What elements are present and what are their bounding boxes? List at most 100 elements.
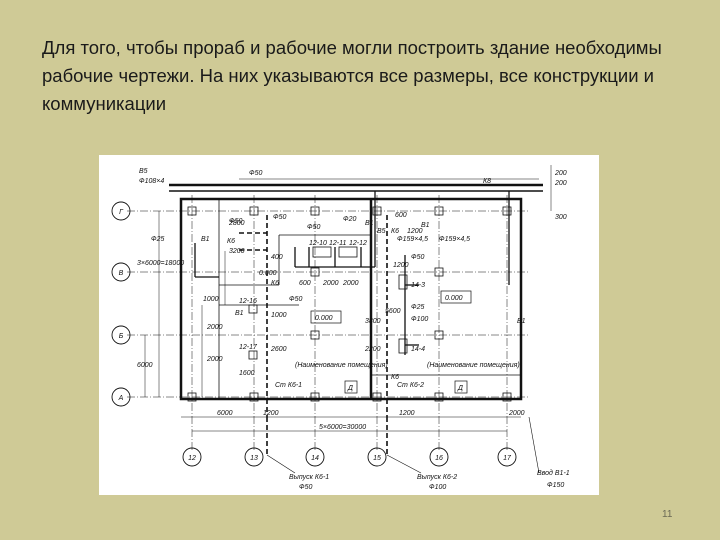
dim-label: 2000: [508, 410, 525, 417]
dim-label: 2000: [206, 324, 223, 331]
room-mark-box: [440, 290, 472, 304]
fixture-14-3: [398, 274, 408, 290]
pipe-size-label: Ф108×4: [139, 178, 164, 185]
outlet-label: Ввод В1-1: [537, 469, 570, 477]
floor-plan-drawing: Г В Б А 12 13 14 15 16 17 В5 Ф108×4 К8 Ф…: [99, 155, 599, 495]
room-mark: 0.000: [259, 270, 277, 277]
axis-markers: [111, 201, 517, 467]
pipe-size-label: Ф25: [411, 304, 424, 311]
dim-label: 1600: [239, 370, 255, 377]
water-supply-lines: [194, 191, 510, 355]
pipe-size-label: Ф50: [289, 296, 302, 303]
stack-label: Ст К6-1: [275, 382, 302, 389]
dim-label: 5600: [385, 308, 401, 315]
fixture-12-11: [312, 246, 332, 258]
dimension-lines: [144, 165, 552, 432]
outlet-size: Ф50: [299, 484, 312, 491]
plumbing-plan-svg: Г В Б А 12 13 14 15 16 17 В5 Ф108×4 К8 Ф…: [111, 165, 570, 491]
dim-label: 200: [554, 170, 567, 177]
dim-label: 1000: [203, 296, 219, 303]
fixture-14-4: [398, 338, 408, 354]
pipe-size-label: Ф50: [249, 170, 262, 177]
dim-label: 600: [395, 212, 407, 219]
pipe-size-label: Ф50: [307, 224, 320, 231]
room-mark-box: [310, 310, 342, 324]
riser-label: В1: [365, 220, 374, 227]
room-mark: 0.000: [315, 315, 333, 322]
sewage-lines: [239, 215, 388, 455]
pipe-size-label: Ф50: [273, 214, 286, 221]
fixture-label: 12-11: [329, 240, 346, 247]
dim-label: 3×6000=18000: [137, 260, 184, 267]
riser-label: К6: [227, 238, 235, 245]
pipe-size-label: Ф159×4,5: [397, 236, 428, 243]
axis-label-col: 17: [503, 455, 512, 462]
outlet-leader: [266, 454, 296, 474]
room-name: (Наименование помещения): [427, 362, 520, 369]
dim-label: 5×6000=30000: [319, 424, 366, 431]
outlet-size: Ф100: [429, 484, 446, 491]
axis-label-col: 15: [373, 455, 381, 462]
axis-label-row: Б: [119, 333, 124, 340]
dim-label: 1200: [393, 262, 409, 269]
dim-label: 2800: [228, 220, 245, 227]
axis-label-col: 14: [311, 455, 319, 462]
pipe-size-label: Ф100: [411, 316, 428, 323]
pipe-size-label: Ф20: [343, 216, 356, 223]
outlet-label: Выпуск К6-1: [289, 474, 329, 481]
dim-label: 2000: [206, 356, 223, 363]
page-number: 11: [662, 509, 673, 520]
riser-label: В1: [235, 310, 244, 317]
room-name: (Наименование помещения): [295, 362, 388, 369]
riser-label: В1: [517, 318, 526, 325]
dim-label: 1200: [407, 228, 423, 235]
dim-label: 300: [555, 214, 567, 221]
d-mark-box: [454, 380, 468, 394]
fixture-label: 12-12: [349, 240, 367, 247]
axis-label-col: 12: [188, 455, 196, 462]
dim-label: 2000: [342, 280, 359, 287]
axis-label-row: Г: [119, 209, 124, 216]
d-mark: Д: [347, 385, 353, 392]
riser-label: В5: [377, 228, 386, 235]
stack-label: Ст К6-2: [397, 382, 424, 389]
outlet-leader: [386, 454, 422, 474]
fixture-label: 12-16: [239, 298, 257, 305]
dim-label: 1200: [399, 410, 415, 417]
fixture-12-17: [248, 350, 258, 360]
dim-label: 6000: [137, 362, 153, 369]
axis-label-row: В: [119, 270, 124, 277]
riser-label: К6: [391, 228, 399, 235]
dim-label: 6000: [217, 410, 233, 417]
dim-label: 2000: [322, 280, 339, 287]
outlet-label: Выпуск К6-2: [417, 474, 457, 481]
pipe-size-label: Ф25: [151, 236, 164, 243]
riser-label: К6: [391, 374, 399, 381]
dim-label: 400: [271, 254, 283, 261]
dim-label: 3200: [229, 248, 245, 255]
dim-label: 2200: [364, 346, 381, 353]
fixture-12-16: [248, 304, 258, 314]
outlet-size: Ф150: [547, 482, 564, 489]
d-mark: Д: [457, 385, 463, 392]
dim-label: 1000: [271, 312, 287, 319]
room-mark: 0.000: [445, 295, 463, 302]
dim-label: 3800: [365, 318, 381, 325]
axis-label-col: 13: [250, 455, 258, 462]
outer-wall: [179, 197, 523, 401]
pipe-label-k8: К8: [483, 178, 491, 185]
axis-label-row: А: [118, 395, 124, 402]
dim-label: 1200: [263, 410, 279, 417]
pipe-size-label: Ф50: [411, 254, 424, 261]
fixture-label: 12-17: [239, 344, 258, 351]
pipe-size-label: Ф159×4,5: [439, 236, 470, 243]
d-mark-box: [344, 380, 358, 394]
columns: [187, 206, 512, 402]
fixture-12-12: [338, 246, 358, 258]
fixture-label: 14-3: [411, 282, 425, 289]
fixture-label: 14-4: [411, 346, 425, 353]
dim-label: 2600: [270, 346, 287, 353]
riser-label: В1: [201, 236, 210, 243]
riser-label: В1: [421, 222, 430, 229]
fixture-label: 12-10: [309, 240, 327, 247]
